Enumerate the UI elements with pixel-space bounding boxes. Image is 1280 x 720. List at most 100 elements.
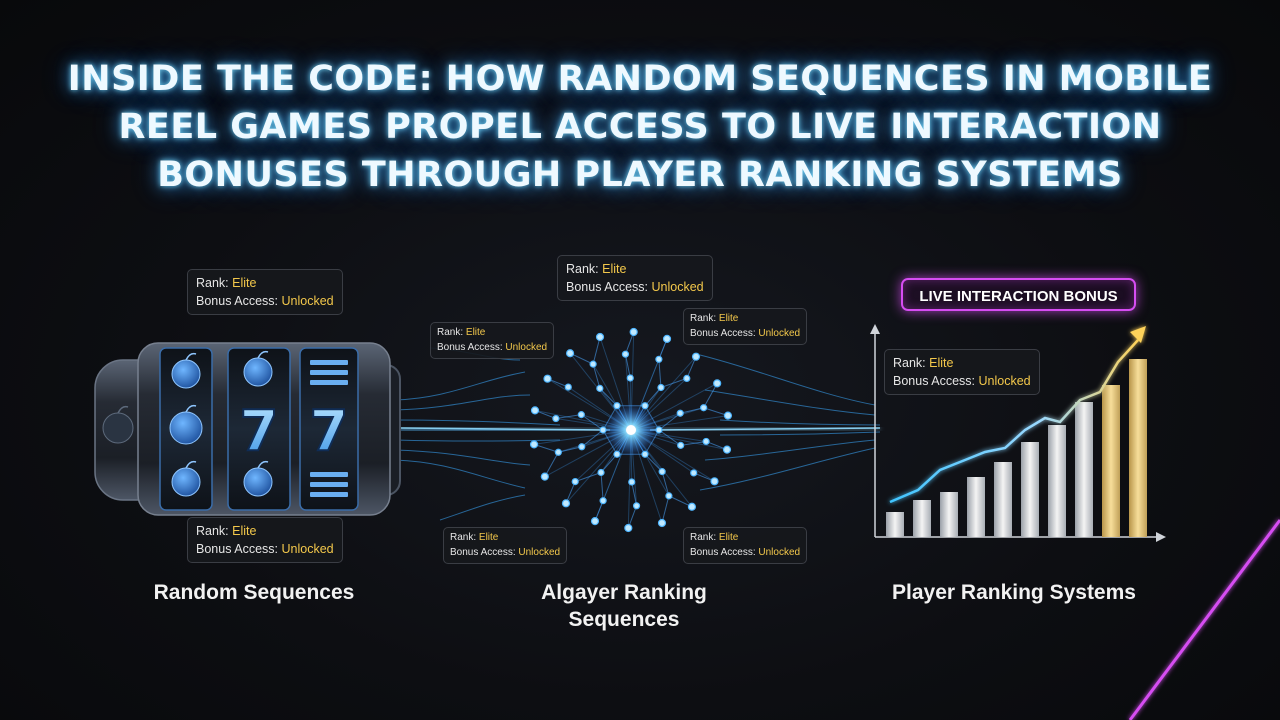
chart-bar bbox=[1102, 385, 1120, 537]
network-node bbox=[655, 355, 663, 363]
apple-icon bbox=[243, 460, 273, 497]
network-link bbox=[544, 452, 559, 477]
rank-value: Elite bbox=[718, 532, 739, 543]
bar-symbol bbox=[310, 360, 348, 497]
network-link bbox=[592, 363, 601, 389]
network-core bbox=[626, 425, 636, 435]
network-link bbox=[668, 495, 693, 508]
rank-value: Elite bbox=[718, 313, 739, 324]
network-link bbox=[569, 352, 594, 365]
network-node bbox=[552, 414, 560, 423]
bonus-label: Bonus Access: bbox=[437, 341, 503, 353]
seven-symbol: 7 bbox=[240, 399, 279, 464]
slot-machine-icon: 7 7 bbox=[94, 342, 401, 516]
apple-icon bbox=[171, 352, 201, 389]
network-link bbox=[661, 495, 670, 524]
bonus-label: Bonus Access: bbox=[450, 546, 516, 558]
network-node bbox=[624, 523, 633, 533]
caption-ranking-sequences: Algayer Ranking Sequences bbox=[474, 579, 774, 633]
x-axis-arrow bbox=[1156, 532, 1166, 542]
rank-value: Elite bbox=[232, 276, 257, 290]
chart-bar bbox=[1129, 359, 1147, 537]
network-link bbox=[661, 471, 670, 497]
network-node bbox=[589, 360, 597, 368]
caption-line: Algayer Ranking bbox=[541, 581, 707, 604]
network-link bbox=[644, 453, 663, 472]
chart-bar bbox=[1048, 425, 1066, 537]
y-axis-arrow bbox=[870, 324, 880, 334]
rank-info-card: Rank: Elite Bonus Access: Unlocked bbox=[557, 255, 713, 302]
chart-bar bbox=[1021, 442, 1039, 537]
bonus-value: Unlocked bbox=[518, 546, 561, 558]
network-link bbox=[660, 377, 687, 388]
bonus-label: Bonus Access: bbox=[566, 280, 648, 295]
bonus-value: Unlocked bbox=[978, 374, 1031, 389]
decorative-streak bbox=[1128, 519, 1280, 720]
seven-symbol: 7 bbox=[310, 399, 349, 464]
network-node bbox=[565, 349, 575, 358]
network-node bbox=[713, 379, 722, 388]
caption-random-sequences: Random Sequences bbox=[153, 581, 355, 604]
title-line: INSIDE THE CODE: HOW RANDOM SEQUENCES IN… bbox=[67, 59, 1213, 99]
network-node bbox=[629, 327, 638, 337]
network-node bbox=[543, 374, 552, 383]
network-link bbox=[592, 336, 601, 365]
rank-label: Rank: bbox=[437, 327, 464, 338]
rank-label: Rank: bbox=[893, 356, 926, 370]
rank-label: Rank: bbox=[566, 262, 599, 276]
rank-info-card: Rank: Elite Bonus Access: Unlocked bbox=[683, 527, 808, 564]
network-node bbox=[577, 411, 585, 419]
rank-info-card: Rank: Elite Bonus Access: Unlocked bbox=[683, 308, 808, 345]
network-link bbox=[533, 443, 559, 453]
rank-label: Rank: bbox=[196, 276, 229, 290]
network-link bbox=[644, 387, 662, 407]
network-link bbox=[703, 383, 718, 408]
network-node bbox=[687, 502, 697, 511]
chart-bar bbox=[886, 512, 904, 537]
network-node bbox=[691, 352, 701, 361]
network-node bbox=[657, 518, 667, 528]
title-line: BONUSES THROUGH PLAYER RANKING SYSTEMS bbox=[157, 155, 1123, 195]
network-node bbox=[632, 502, 641, 510]
bonus-value: Unlocked bbox=[651, 280, 704, 295]
network-link bbox=[680, 440, 707, 446]
network-node bbox=[540, 472, 549, 481]
network-link bbox=[575, 472, 602, 483]
bonus-label: Bonus Access: bbox=[690, 327, 756, 339]
bonus-value: Unlocked bbox=[281, 294, 334, 309]
apple-icon bbox=[169, 404, 203, 445]
rank-info-card: Rank: Elite Bonus Access: Unlocked bbox=[187, 517, 343, 564]
bonus-label: Bonus Access: bbox=[196, 294, 278, 309]
neural-network-icon bbox=[529, 327, 733, 533]
apple-icon bbox=[171, 460, 201, 497]
network-link bbox=[599, 388, 618, 407]
network-node bbox=[702, 437, 710, 446]
trend-arrow-icon bbox=[889, 339, 1139, 504]
trend-arrowhead bbox=[1130, 326, 1146, 343]
rank-label: Rank: bbox=[690, 532, 717, 543]
chart-bar bbox=[994, 462, 1012, 537]
rank-label: Rank: bbox=[450, 532, 477, 543]
network-node bbox=[621, 350, 630, 358]
network-node bbox=[690, 469, 698, 477]
chart-bar bbox=[967, 477, 985, 537]
bonus-value: Unlocked bbox=[758, 327, 801, 339]
rank-value: Elite bbox=[929, 356, 954, 370]
network-node bbox=[676, 409, 684, 417]
network-node bbox=[626, 374, 634, 382]
network-node bbox=[658, 468, 666, 476]
network-link bbox=[581, 414, 604, 431]
network-node bbox=[554, 448, 562, 456]
page-title: INSIDE THE CODE: HOW RANDOM SEQUENCES IN… bbox=[40, 55, 1240, 199]
rank-label: Rank: bbox=[690, 313, 717, 324]
network-node bbox=[529, 440, 539, 449]
network-node bbox=[530, 406, 540, 415]
rank-info-card: Rank: Elite Bonus Access: Unlocked bbox=[443, 527, 568, 564]
network-link bbox=[658, 412, 681, 431]
rank-value: Elite bbox=[465, 327, 486, 338]
caption-line: Sequences bbox=[568, 608, 680, 631]
rank-label: Rank: bbox=[196, 524, 229, 538]
live-interaction-bonus-badge: LIVE INTERACTION BONUS bbox=[901, 278, 1136, 311]
caption-player-ranking-systems: Player Ranking Systems bbox=[892, 581, 1136, 604]
